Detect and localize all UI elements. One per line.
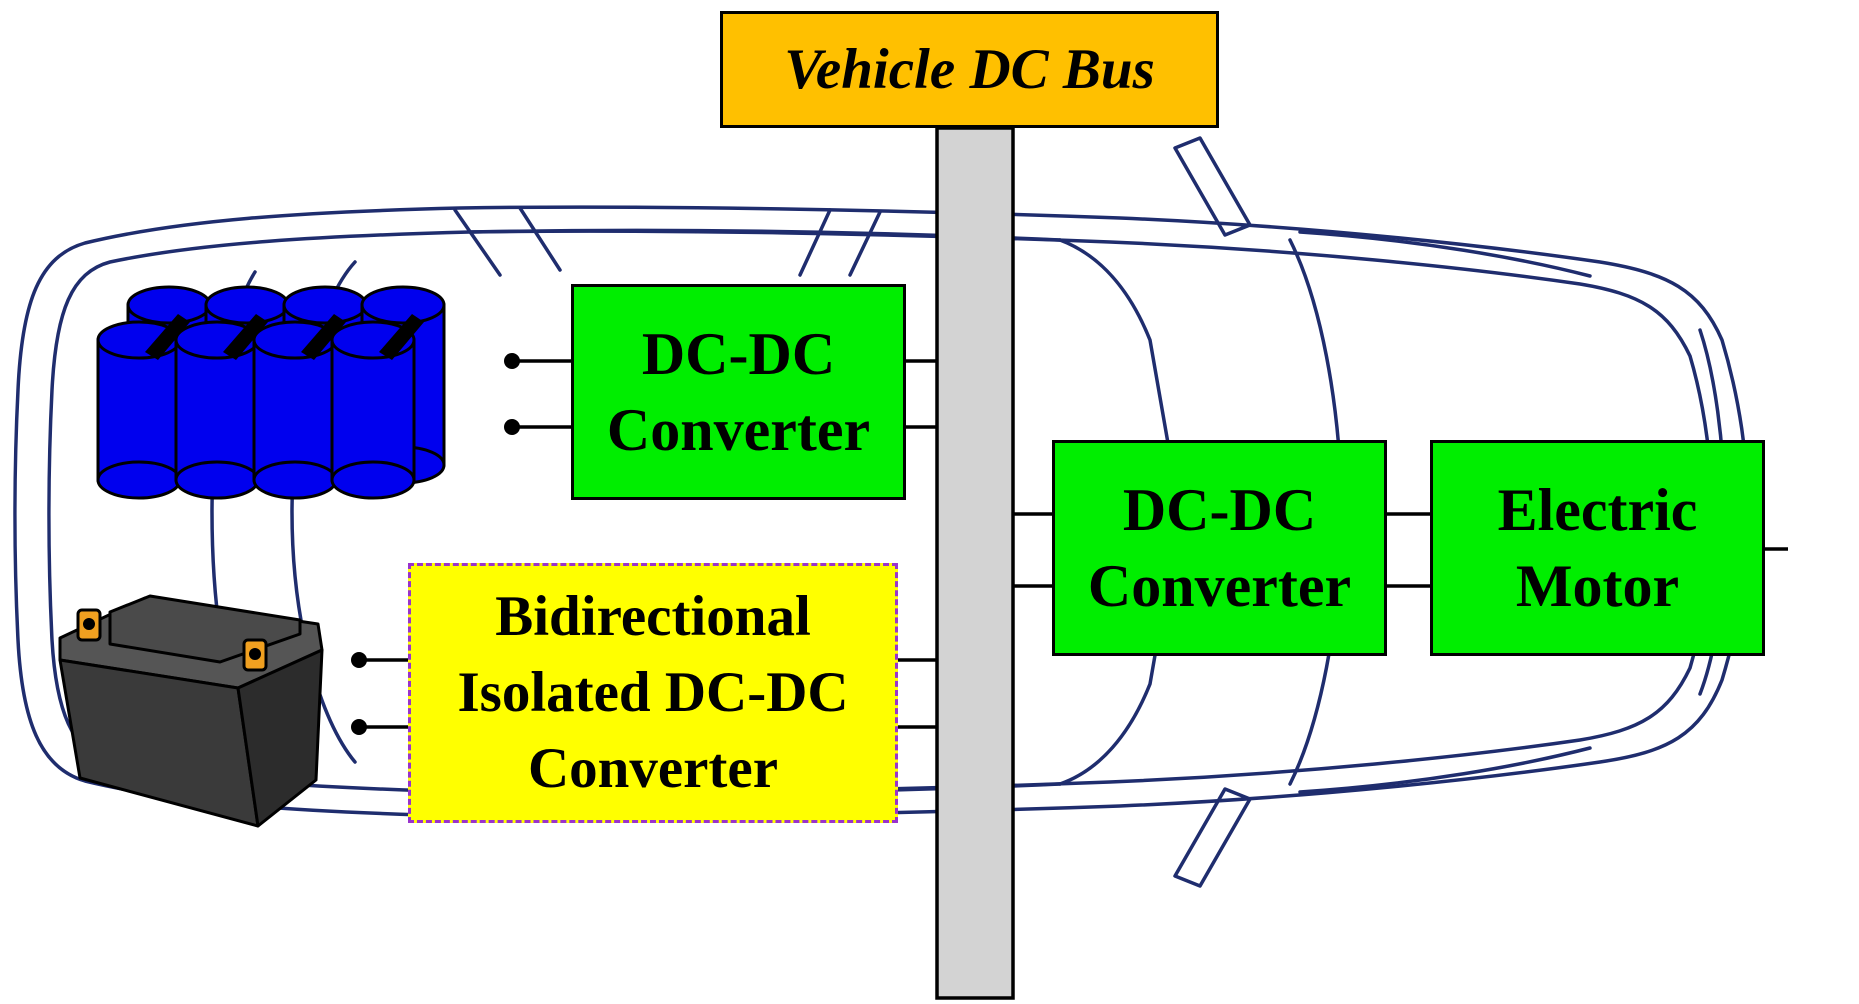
hood-line-top bbox=[1298, 230, 1592, 278]
terminal-dots bbox=[351, 353, 520, 735]
bidir-line3: Converter bbox=[527, 737, 779, 800]
pillar-top-4 bbox=[848, 210, 882, 277]
hood-line-bottom bbox=[1298, 746, 1592, 794]
mirror-top bbox=[1173, 136, 1252, 237]
pillar-top-2 bbox=[518, 206, 562, 272]
converter-line2: Converter bbox=[606, 397, 871, 463]
supercap-terminal-dot-2 bbox=[504, 419, 520, 435]
bidirectional-isolated-converter-block: Bidirectional Isolated DC-DC Converter bbox=[408, 563, 898, 823]
vehicle-dc-bus-text: Vehicle DC Bus bbox=[784, 38, 1155, 101]
bidir-line1: Bidirectional bbox=[495, 585, 811, 648]
supercapacitor-bank-icon bbox=[96, 285, 446, 500]
supercap-terminals bbox=[145, 314, 424, 360]
pillar-top-1 bbox=[453, 208, 502, 277]
mirror-bottom bbox=[1173, 787, 1252, 888]
battery-icon bbox=[58, 594, 324, 828]
pillar-top-3 bbox=[798, 208, 832, 277]
dc-bus-bar bbox=[935, 126, 1015, 1000]
supercap-terminal-dot-1 bbox=[504, 353, 520, 369]
converter-line1: DC-DC bbox=[641, 321, 836, 387]
battery-side-face bbox=[236, 648, 324, 828]
motor-dcdc-converter-block: DC-DC Converter bbox=[1052, 440, 1387, 656]
converter-line1: DC-DC bbox=[1122, 477, 1317, 543]
converter-line2: Converter bbox=[1087, 553, 1352, 619]
motor-line1: Electric bbox=[1497, 477, 1698, 543]
battery-terminal-dot-1 bbox=[351, 652, 367, 668]
wires bbox=[359, 359, 1788, 729]
battery-terminal-dot-2 bbox=[351, 719, 367, 735]
bidir-line2: Isolated DC-DC bbox=[457, 661, 849, 724]
electric-motor-block: Electric Motor bbox=[1430, 440, 1765, 656]
supercap-front-row bbox=[96, 320, 416, 500]
supercap-dcdc-converter-block: DC-DC Converter bbox=[571, 284, 906, 500]
motor-line2: Motor bbox=[1515, 553, 1680, 619]
vehicle-dc-bus-label: Vehicle DC Bus bbox=[720, 11, 1219, 128]
